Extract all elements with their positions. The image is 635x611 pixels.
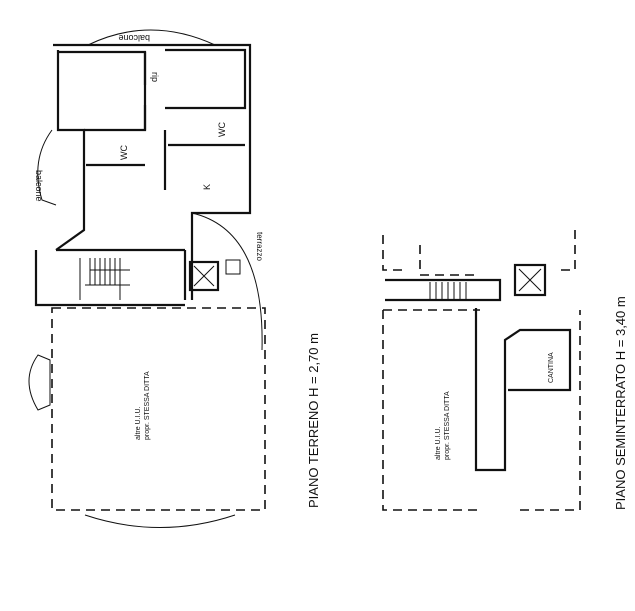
basement-other-units-line1: altre U.I.U. xyxy=(435,426,442,460)
room-label-balcony-left: balcone xyxy=(34,170,44,202)
labels: balcone balcone rip WC WC K terrazzo alt… xyxy=(34,33,628,510)
other-units-area xyxy=(51,307,266,511)
basement-plan xyxy=(382,230,581,511)
ground-floor-plan xyxy=(28,29,266,528)
other-units-label-line2: propr. STESSA DITTA xyxy=(144,371,151,440)
room-label-cellar: CANTINA xyxy=(548,352,555,383)
room-label-terrace: terrazzo xyxy=(255,232,264,261)
balcony-top-outline xyxy=(87,29,216,46)
room-label-storage: rip xyxy=(150,72,160,82)
ground-floor-title: PIANO TERRENO H = 2,70 m xyxy=(306,333,321,508)
room-label-kitchen: K xyxy=(202,184,212,190)
basement-title: PIANO SEMINTERRATO H = 3,40 m xyxy=(613,296,628,510)
basement-other-units-line2: propr. STESSA DITTA xyxy=(444,391,451,460)
other-units-label-line1: altre U.I.U. xyxy=(135,406,142,440)
room-label-wc-1: WC xyxy=(119,145,129,160)
room-label-wc-2: WC xyxy=(217,122,227,137)
room-label-balcony-top: balcone xyxy=(118,33,150,43)
